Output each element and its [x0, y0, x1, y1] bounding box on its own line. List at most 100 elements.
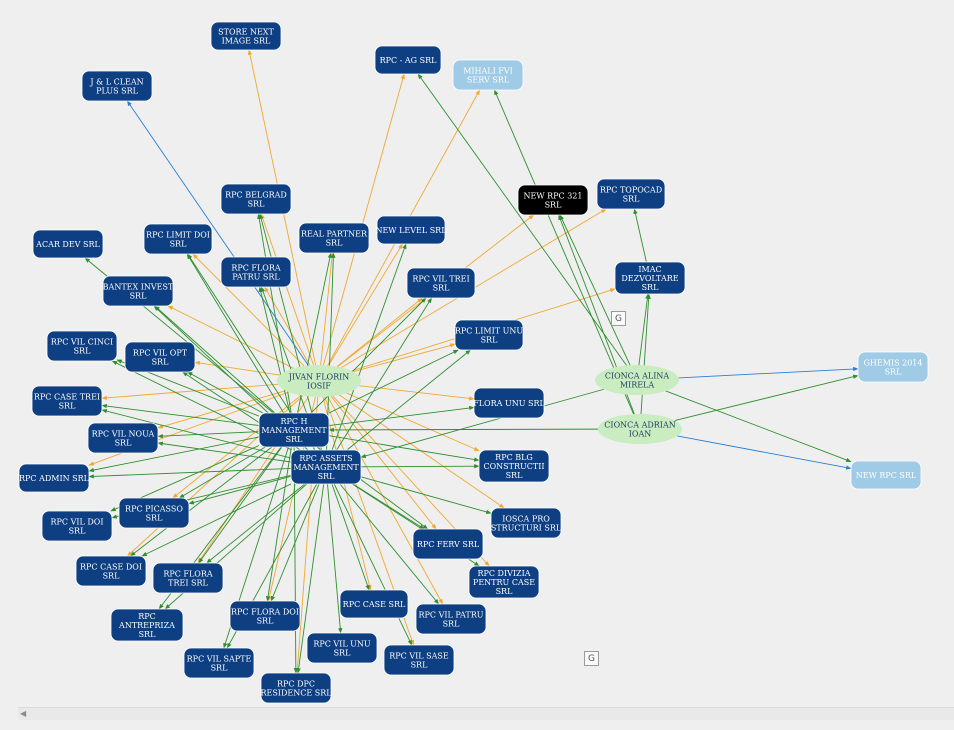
node-shape[interactable]: [18, 463, 90, 493]
node-shape[interactable]: [183, 647, 255, 679]
node-shape[interactable]: [118, 497, 190, 529]
node-shape[interactable]: [210, 21, 282, 51]
node-shape[interactable]: [220, 256, 292, 288]
node-shape[interactable]: [596, 178, 666, 210]
node-rpc-case[interactable]: RPC CASE SRL: [339, 589, 409, 619]
node-shape[interactable]: [376, 215, 446, 245]
node-shape[interactable]: [454, 319, 524, 351]
node-label: SRL: [642, 283, 660, 292]
group-marker[interactable]: G: [611, 311, 626, 326]
node-shape[interactable]: [473, 387, 545, 419]
node-shape[interactable]: [41, 510, 113, 542]
horizontal-scrollbar[interactable]: ◀: [18, 707, 954, 720]
node-label: NEW LEVEL SRL: [375, 226, 447, 235]
node-new-level[interactable]: NEW LEVEL SRL: [375, 215, 447, 245]
node-shape[interactable]: [81, 70, 153, 102]
node-shape[interactable]: [87, 422, 159, 454]
node-rpc-admin[interactable]: RPC ADMIN SRL: [18, 463, 90, 493]
node-shape[interactable]: [258, 412, 330, 448]
node-rpc-ferv[interactable]: RPC FERV SRL: [412, 528, 484, 560]
node-shape[interactable]: [517, 184, 589, 216]
node-rpc-ag[interactable]: RPC - AG SRL: [374, 45, 442, 75]
node-shape[interactable]: [110, 608, 184, 642]
node-shape[interactable]: [415, 603, 487, 635]
node-shape[interactable]: [490, 507, 562, 539]
node-shape[interactable]: [306, 632, 378, 664]
node-shape[interactable]: [850, 460, 922, 490]
node-shape[interactable]: [614, 261, 686, 295]
node-shape[interactable]: [75, 555, 147, 587]
node-shape[interactable]: [32, 229, 104, 259]
node-shape[interactable]: [468, 565, 540, 599]
node-shape[interactable]: [595, 365, 679, 395]
node-label: RPC - AG SRL: [380, 56, 438, 65]
node-shape[interactable]: [290, 449, 362, 485]
node-shape[interactable]: [339, 589, 409, 619]
node-flora-unu[interactable]: FLORA UNU SRL: [473, 387, 545, 419]
node-shape[interactable]: [857, 351, 929, 383]
node-shape[interactable]: [152, 562, 224, 594]
group-marker[interactable]: G: [584, 651, 599, 666]
node-shape[interactable]: [298, 222, 370, 254]
node-shape[interactable]: [220, 183, 292, 215]
node-shape[interactable]: [383, 644, 455, 676]
node-shape[interactable]: [31, 385, 103, 417]
node-shape[interactable]: [277, 365, 361, 397]
node-shape[interactable]: [229, 600, 301, 632]
node-shape[interactable]: [598, 414, 682, 444]
node-label: RPC LIMIT UNU: [455, 327, 524, 336]
chevron-left-icon[interactable]: ◀: [20, 709, 27, 718]
node-shape[interactable]: [260, 672, 332, 704]
node-shape[interactable]: [46, 330, 118, 362]
node-acar-dev[interactable]: ACAR DEV SRL: [32, 229, 104, 259]
node-shape[interactable]: [124, 341, 196, 373]
node-shape[interactable]: [406, 267, 476, 299]
node-shape[interactable]: [374, 45, 442, 75]
node-shape[interactable]: [452, 59, 524, 91]
node-shape[interactable]: [143, 223, 213, 255]
node-shape[interactable]: [478, 449, 550, 483]
node-shape[interactable]: [412, 528, 484, 560]
node-new-rpc[interactable]: NEW RPC SRL: [850, 460, 922, 490]
node-shape[interactable]: [102, 275, 174, 307]
